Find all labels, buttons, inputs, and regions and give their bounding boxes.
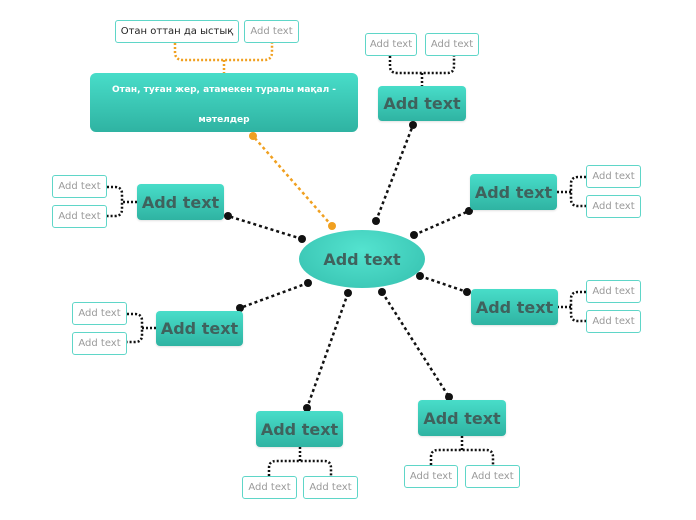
connector-dot [328,222,336,230]
child-node[interactable]: Add text [303,476,358,499]
main-topic-label: Отан, туған жер, атамекен туралы мақал -… [111,85,337,125]
main-topic-node[interactable]: Отан, туған жер, атамекен туралы мақал -… [90,73,358,132]
branch-label: Add text [475,297,554,317]
branch-node-left-upper[interactable]: Add text [137,184,224,220]
branch-node-right-lower[interactable]: Add text [471,289,558,325]
branch-label: Add text [474,182,553,202]
central-topic-label: Add text [323,249,401,269]
child-node[interactable]: Add text [465,465,520,488]
child-label: Add text [58,211,101,222]
child-node[interactable]: Add text [52,205,107,228]
connector-dot [249,132,257,140]
main-topic-children-bracket [173,43,274,73]
main-topic-child[interactable]: Add text [244,20,299,43]
child-node[interactable]: Add text [586,310,641,333]
main-topic-child-label: Add text [250,26,293,37]
child-node[interactable]: Add text [72,332,127,355]
child-label: Add text [409,471,453,482]
main-topic-child-label: Отан оттан да ыстық [120,26,234,37]
child-node[interactable]: Add text [242,476,297,499]
child-label: Add text [430,39,474,50]
spoke-dots [224,121,473,412]
branch-node-left-lower[interactable]: Add text [156,311,243,346]
branch-node-top-right[interactable]: Add text [378,86,466,121]
branch-node-right-upper[interactable]: Add text [470,174,557,210]
branch-label: Add text [141,192,220,212]
child-label: Add text [471,471,514,482]
main-topic-child[interactable]: Отан оттан да ыстық [115,20,239,43]
child-node[interactable]: Add text [586,165,641,188]
child-node[interactable]: Add text [365,33,417,56]
spokes [227,124,470,409]
child-node[interactable]: Add text [72,302,127,325]
child-brackets [107,56,586,476]
branch-label: Add text [260,419,339,439]
branch-label: Add text [160,319,239,338]
child-node[interactable]: Add text [404,465,458,488]
child-label: Add text [592,316,635,327]
child-label: Add text [78,338,121,349]
child-label: Add text [58,181,101,192]
child-label: Add text [592,201,635,212]
child-node[interactable]: Add text [586,195,641,218]
child-node[interactable]: Add text [52,175,107,198]
branch-node-bottom-left[interactable]: Add text [256,411,343,447]
child-label: Add text [592,286,635,297]
branch-label: Add text [383,94,461,113]
child-label: Add text [592,171,635,182]
child-node[interactable]: Add text [586,280,641,303]
child-label: Add text [369,39,413,50]
central-topic[interactable]: Add text [299,230,425,288]
child-label: Add text [78,308,121,319]
child-node[interactable]: Add text [425,33,479,56]
main-topic-connector [252,135,333,227]
branch-label: Add text [423,408,501,428]
child-label: Add text [248,482,291,493]
child-label: Add text [309,482,352,493]
branch-node-bottom-right[interactable]: Add text [418,400,506,436]
